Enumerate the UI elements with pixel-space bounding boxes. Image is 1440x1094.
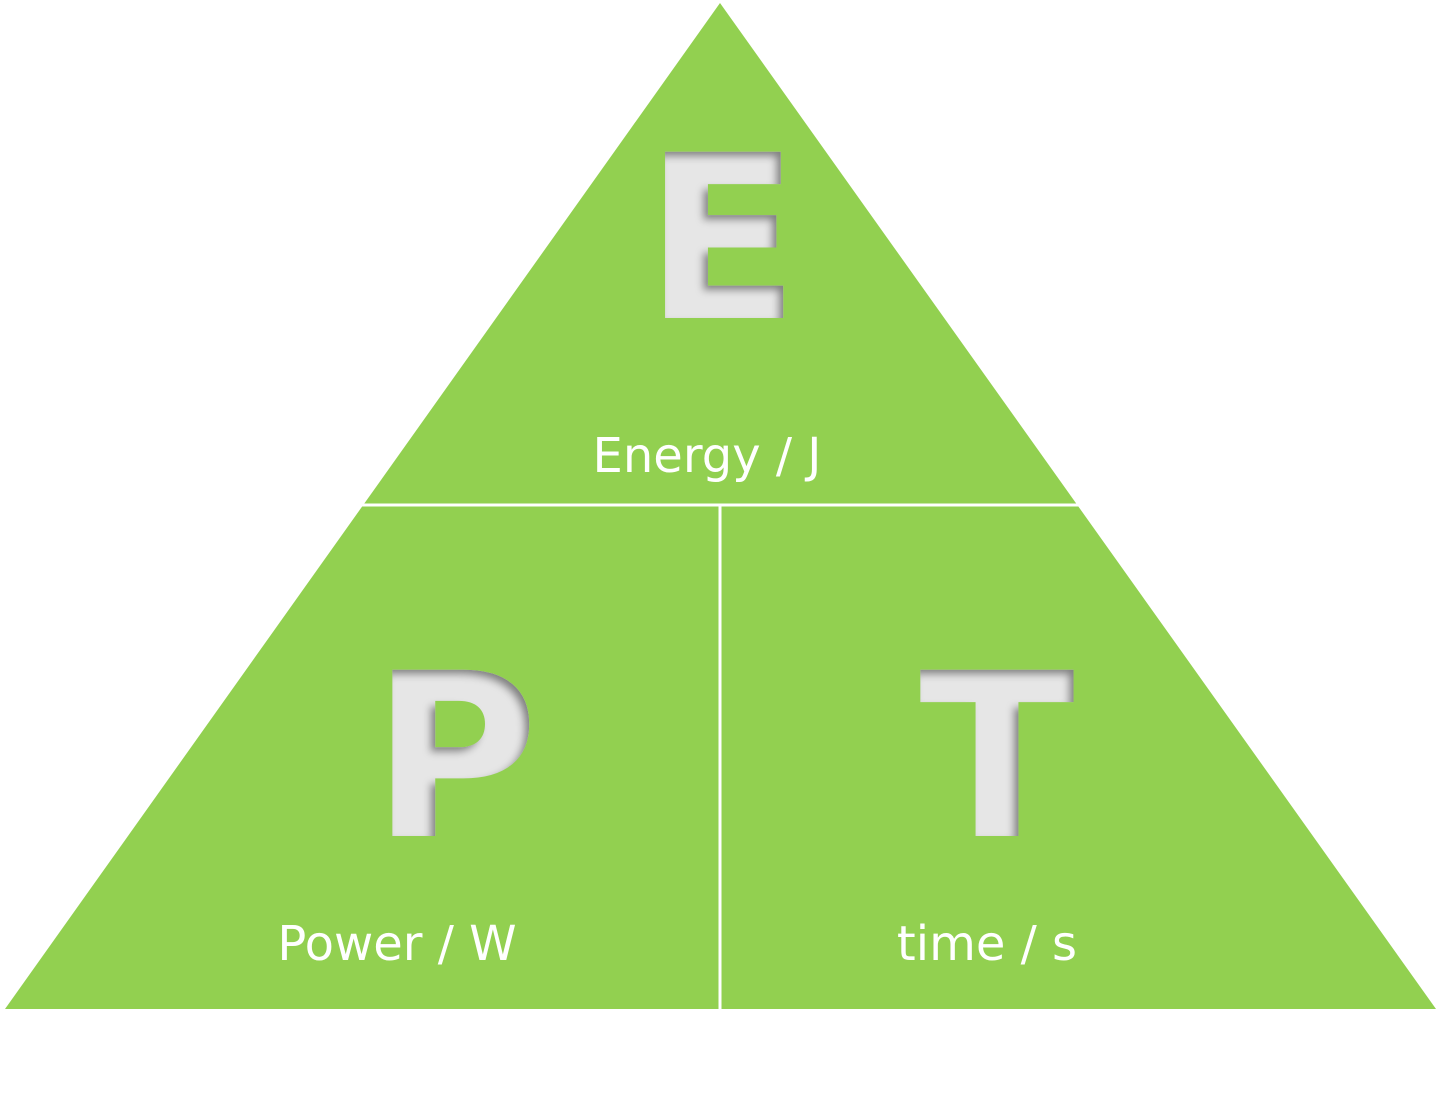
time-label: time / s: [897, 916, 1077, 972]
energy-symbol: E: [644, 106, 800, 372]
time-symbol: T: [919, 624, 1075, 890]
power-symbol: P: [371, 624, 538, 890]
power-label: Power / W: [277, 916, 516, 972]
energy-label: Energy / J: [593, 428, 822, 484]
